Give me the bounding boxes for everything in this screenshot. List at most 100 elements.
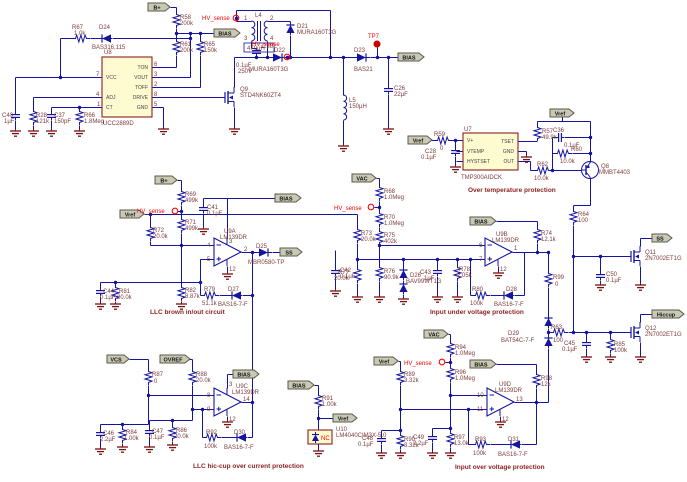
resistor-R90 xyxy=(395,434,406,449)
text-lbl: R79 xyxy=(204,287,216,293)
text-lbl: 5 xyxy=(154,102,158,108)
ic-U8: DRIVE xyxy=(133,95,149,101)
text-lbl: 1.0Meg xyxy=(455,376,475,382)
text-cap: Input under voltage protection xyxy=(430,309,524,316)
text-lbl: 20.0k xyxy=(117,295,133,301)
resistor-R87 xyxy=(143,370,154,385)
resistor-R58 xyxy=(171,13,182,28)
junction xyxy=(170,418,175,423)
resistor-R59 xyxy=(436,135,452,146)
port-label-vref: Vref xyxy=(413,138,424,144)
port-vref xyxy=(373,356,399,366)
text-lbl: R62 xyxy=(537,162,549,168)
text-lbl: 6 xyxy=(479,243,483,249)
text-lbl: D21 xyxy=(297,24,309,30)
text-lbl: C48 xyxy=(362,436,374,442)
transformer-L4 xyxy=(263,20,268,42)
resistor-R82 xyxy=(176,286,187,301)
junction xyxy=(148,212,153,217)
resistor-R92 xyxy=(205,432,221,443)
port-vref xyxy=(549,108,575,118)
text-lbl: C26 xyxy=(394,86,406,92)
port-label-ss: SS xyxy=(285,250,293,256)
text-lbl: C50 xyxy=(606,272,618,278)
text-lbl: R28 xyxy=(36,113,48,119)
text-lbl: C40 xyxy=(2,113,14,119)
text-lbl: 200k xyxy=(180,21,194,27)
junction xyxy=(398,407,403,412)
diode-D29a xyxy=(544,318,553,326)
resistor-R89 xyxy=(395,370,406,385)
text-lbl: R97 xyxy=(454,435,466,441)
resistor-R99 xyxy=(543,272,554,287)
junction xyxy=(546,330,551,335)
transistor-Q8 xyxy=(586,165,590,169)
text-lbl: 2 xyxy=(270,16,274,22)
resistor-R67 xyxy=(74,33,90,44)
resistor-R70 xyxy=(374,212,385,227)
port-bias xyxy=(232,369,260,379)
text-lbl: L4 xyxy=(255,13,262,19)
text-lbl: C38 xyxy=(262,44,274,50)
text-lbl: 51.1k xyxy=(202,301,218,307)
text-lbl: 49.9k xyxy=(542,135,558,141)
text-lbl: 12 xyxy=(500,267,507,273)
port-label-vref: Vref xyxy=(379,359,390,365)
text-lbl: 12 xyxy=(229,417,236,423)
junction xyxy=(316,416,321,421)
text-icpin: VCC xyxy=(106,75,117,81)
junction xyxy=(398,428,403,433)
junction xyxy=(598,254,603,259)
resistor-R78 xyxy=(452,266,463,281)
text-lbl: R59 xyxy=(434,132,446,138)
resistor-R81 xyxy=(110,286,121,301)
text-lbl: 22µF xyxy=(394,92,408,98)
junction xyxy=(448,393,453,398)
junction xyxy=(535,250,540,255)
resistor-R57 xyxy=(532,126,543,141)
text-lbl: U9A xyxy=(224,229,236,235)
text-lbl: R61 xyxy=(180,42,192,48)
resistor-R64 xyxy=(568,210,579,225)
text-lbl: 3.32k xyxy=(404,378,420,384)
text-lbl: 3 xyxy=(154,72,158,78)
diode-D29b xyxy=(544,338,553,346)
text-cap: Over temperature protection xyxy=(468,187,556,194)
text-lbl: 150pF xyxy=(54,119,71,125)
junction xyxy=(190,407,195,412)
text-lbl: D22 xyxy=(274,48,286,54)
junction xyxy=(146,393,151,398)
resistor-R94 xyxy=(445,342,456,357)
junction xyxy=(188,36,193,41)
text-red: HV_sense xyxy=(334,206,362,212)
hv-sense-net-flag xyxy=(438,358,446,366)
text-lbl: 0 xyxy=(440,146,444,152)
text-lbl: D28 xyxy=(506,287,518,293)
diode-D28 xyxy=(504,291,513,300)
port-label-ovref: OVREF xyxy=(164,357,184,363)
junction xyxy=(250,250,255,255)
junction xyxy=(188,31,193,36)
text-lbl: TMP300AIDCK xyxy=(461,175,502,181)
junction xyxy=(179,243,184,248)
text-lbl: 1 xyxy=(244,16,248,22)
text-lbl: 1 xyxy=(97,102,101,108)
text-lbl: 100 xyxy=(553,338,564,344)
resistor-R72 xyxy=(145,226,156,241)
hv-sense-net-flag xyxy=(367,203,375,211)
resistor-R97 xyxy=(445,432,456,447)
text-lbl: LM139DR xyxy=(220,235,248,241)
port-b+ xyxy=(147,2,171,12)
text-lbl: U9C xyxy=(236,384,249,390)
text-lbl: 8 xyxy=(154,92,158,98)
text-lbl: 8.87k xyxy=(185,294,201,300)
text-lbl: R96 xyxy=(455,370,467,376)
junction xyxy=(571,254,576,259)
resistor-R63 xyxy=(552,327,568,338)
text-lbl: 499k xyxy=(185,226,199,232)
text-lbl: R80 xyxy=(472,287,484,293)
text-lbl: 12.1k xyxy=(541,237,557,243)
text-icpin: HYSTSET xyxy=(467,159,490,165)
hv-sense-net-flag xyxy=(232,14,240,22)
port-hiccup xyxy=(651,309,685,319)
